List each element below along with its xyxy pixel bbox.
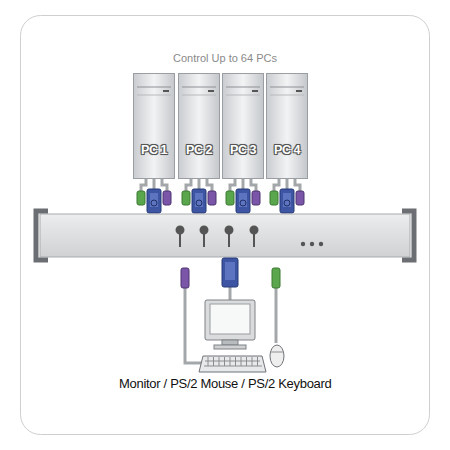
drive-bay <box>182 87 216 88</box>
pc-label: PC 3 <box>222 143 264 157</box>
pc-tower-box: PC 1 <box>133 73 175 179</box>
drive-bay <box>226 87 260 88</box>
vga-screw <box>151 200 157 206</box>
key-divider <box>213 357 214 366</box>
key-divider <box>252 357 253 366</box>
caption: Monitor / PS/2 Mouse / PS/2 Keyboard <box>119 376 331 391</box>
drive-led <box>252 90 258 92</box>
pc-label: PC 2 <box>178 143 220 157</box>
vga-plug-face <box>239 193 247 207</box>
key-divider <box>224 357 225 366</box>
pc-tower-box: PC 3 <box>222 73 264 179</box>
pc-tower <box>267 74 308 179</box>
key-divider <box>246 357 247 366</box>
pc-label: PC 4 <box>266 143 308 157</box>
drive-bay <box>270 87 304 88</box>
ps2-plug-green <box>182 191 190 205</box>
ps2-plug-purple <box>296 191 304 205</box>
key-divider <box>241 357 242 366</box>
pc-tower <box>223 74 264 179</box>
pc-tower-box: PC 4 <box>266 73 308 179</box>
pc-tower-box: PC 2 <box>178 73 220 179</box>
ps2-plug-purple <box>208 191 216 205</box>
ps2-plug-green <box>270 191 278 205</box>
drive-led <box>163 90 169 92</box>
title: Control Up to 64 PCs <box>173 52 277 64</box>
key-divider <box>257 357 258 366</box>
panel-line <box>226 95 260 96</box>
ps2-plug-green <box>137 191 145 205</box>
vga-plug <box>192 189 206 213</box>
vga-plug-face <box>150 193 158 207</box>
vga-plug <box>280 189 294 213</box>
vga-screw <box>196 200 202 206</box>
vga-plug <box>147 189 161 213</box>
ps2-plug-green <box>226 191 234 205</box>
pc-label: PC 1 <box>133 143 175 157</box>
ps2-plug-purple <box>163 191 171 205</box>
drive-bay <box>137 87 171 88</box>
pc-tower <box>179 74 220 179</box>
pc-tower <box>134 74 175 179</box>
panel-line <box>182 95 216 96</box>
key-divider <box>235 357 236 366</box>
key-divider <box>230 357 231 366</box>
key-divider <box>208 357 209 366</box>
vga-screw <box>284 200 290 206</box>
vga-plug-face <box>283 193 291 207</box>
vga-plug <box>236 189 250 213</box>
panel-line <box>270 95 304 96</box>
panel-line <box>137 95 171 96</box>
drive-led <box>208 90 214 92</box>
drive-led <box>296 90 302 92</box>
vga-screw <box>240 200 246 206</box>
vga-plug-face <box>195 193 203 207</box>
key-divider <box>219 357 220 366</box>
ps2-plug-purple <box>252 191 260 205</box>
